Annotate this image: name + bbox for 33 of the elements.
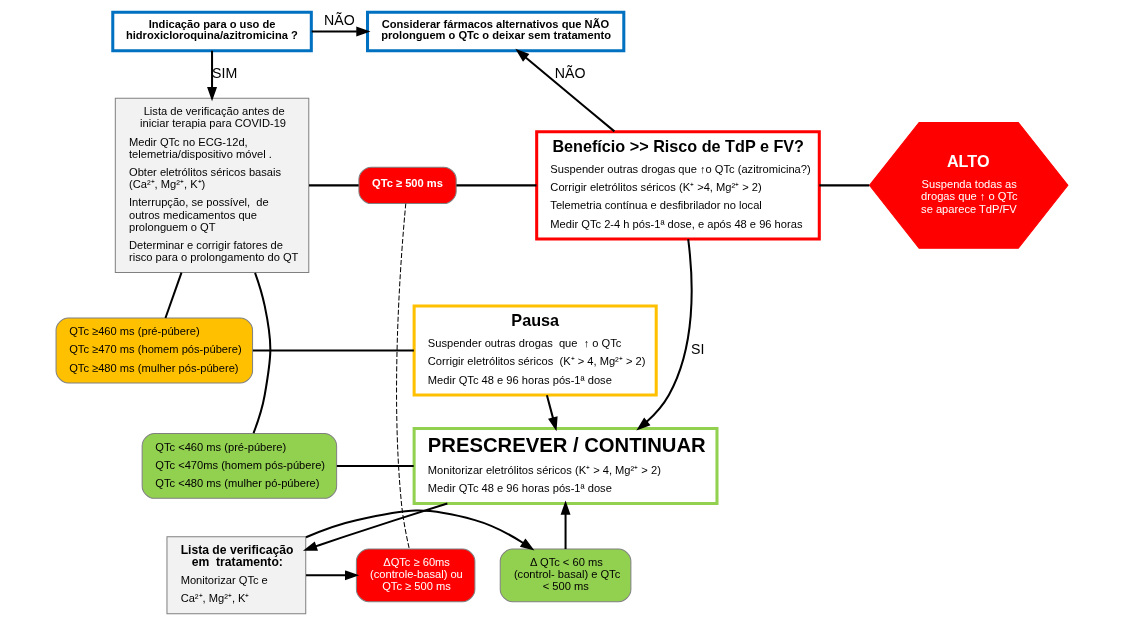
- node-box: Pausa Suspender outras drogas que ↑ o QTc Corrigir eletrólitos séricos (K⁺ > 4, Mg²⁺ > 2) Medir QTc 48 e 96 horas pós-1ª dose: [412, 304, 658, 397]
- edge-label: SI: [690, 341, 704, 358]
- connector: [818, 184, 869, 187]
- arrow: [305, 570, 359, 581]
- node-box: QTc ≥460 ms (pré-púbere) QTc ≥470 ms (homem pós-púbere) QTc ≥480 ms (mulher pós-púbere): [55, 317, 253, 384]
- node-box: Benefício >> Risco de TdP e FV? Suspender outras drogas que ↑o QTc (azitromicina?) Corrigir eletrólitos séricos (K⁺ >4, Mg²⁺ > 2) Telemetria contínua e desfibrilador no local Medir QTc 2-4 h pós-1ª dose, e após 48 e 96 horas: [534, 130, 821, 241]
- node-box: Lista de verificação antes de iniciar terapia para COVID-19 Medir QTc no ECG-12d, telemetria/dispositivo móvel . Obter eletrólitos séricos basais (Ca²⁺, Mg²⁺, K⁺) Interrupção, se possível, de outros medicamentos que prolonguem o QT Determinar e corrigir fatores de risco para o prolongamento do QT: [114, 97, 309, 273]
- connector: [395, 203, 410, 550]
- arrow: [514, 48, 615, 133]
- connector: [308, 184, 359, 187]
- edge-label: NÃO: [554, 65, 585, 82]
- connector: [455, 184, 536, 187]
- connector: [252, 272, 271, 434]
- arrow: [635, 239, 693, 431]
- node-box: Δ QTc < 60 ms (control- basal) e QTc < 500 ms: [499, 548, 631, 603]
- connector: [336, 464, 414, 467]
- arrow: [206, 50, 217, 102]
- node-box: Lista de verificação em tratamento: Monitorizar QTc e Ca²⁺, Mg²⁺, K⁺: [165, 536, 306, 615]
- connector: [252, 349, 414, 352]
- arrow: [545, 395, 558, 432]
- arrow: [305, 509, 534, 551]
- edge-label: SIM: [211, 65, 237, 82]
- node-box: PRESCREVER / CONTINUAR Monitorizar eletrólitos séricos (K⁺ > 4, Mg²⁺ > 2) Medir QTc 48 e 96 horas pós-1ª dose: [412, 426, 718, 505]
- node-box: QTc <460 ms (pré-púbere) QTc <470ms (homem pós-púbere) QTc <480 ms (mulher pó-púbere): [141, 433, 337, 499]
- node-box: Considerar fármacos alternativos que NÃO prolonguem o QTc o deixar sem tratamento: [365, 10, 625, 53]
- arrow: [302, 502, 448, 551]
- arrow: [560, 500, 571, 549]
- connector: [164, 272, 182, 319]
- node-box: Indicação para o uso de hidroxicloroquina/azitromicina ?: [110, 10, 313, 53]
- edge-label: NÃO: [323, 11, 355, 28]
- arrow: [311, 26, 370, 37]
- node-box: QTc ≥ 500 ms: [357, 166, 457, 205]
- node-box: ΔQTc ≥ 60ms (controle-basal) ou QTc ≥ 500 ms: [355, 548, 475, 603]
